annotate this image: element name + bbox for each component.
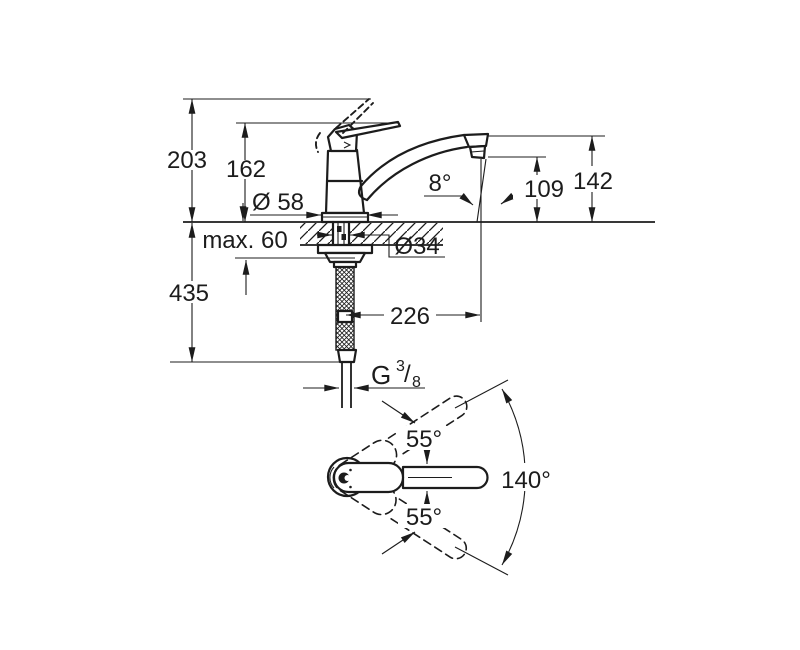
thread-divider: / [404,361,411,388]
top-view [326,379,526,576]
dimension-labels: 203 162 Ø 58 max. 60 435 226 Ø34 109 142… [167,147,613,531]
thread-numerator: 3 [396,358,405,375]
body-height-label: 162 [226,156,266,183]
lever-handle [326,120,402,153]
stream-reference-lines [476,158,487,322]
hole-diameter-label: Ø34 [394,233,439,260]
swivel-lower-label: 55° [406,504,442,531]
swivel-total-label: 140° [501,467,551,494]
label-backgrounds [166,150,615,528]
below-counter-label: 435 [169,280,209,307]
outlet-height-label: 109 [524,176,564,203]
supply-hose [335,266,358,408]
base-diameter-label: Ø 58 [252,189,304,216]
extension-lines [170,98,605,363]
thread-denominator: 8 [412,374,421,391]
handle-raised-dashed [314,98,374,153]
spout-height-label: 142 [573,168,613,195]
swivel-upper-label: 55° [406,426,442,453]
stream-angle-label: 8° [429,170,452,197]
total-height-label: 203 [167,147,207,174]
max-counter-label: max. 60 [202,227,287,254]
spout [357,132,490,202]
thread-size-label: G 3 / 8 [371,358,421,391]
reach-label: 226 [390,303,430,330]
thread-prefix: G [371,360,391,390]
